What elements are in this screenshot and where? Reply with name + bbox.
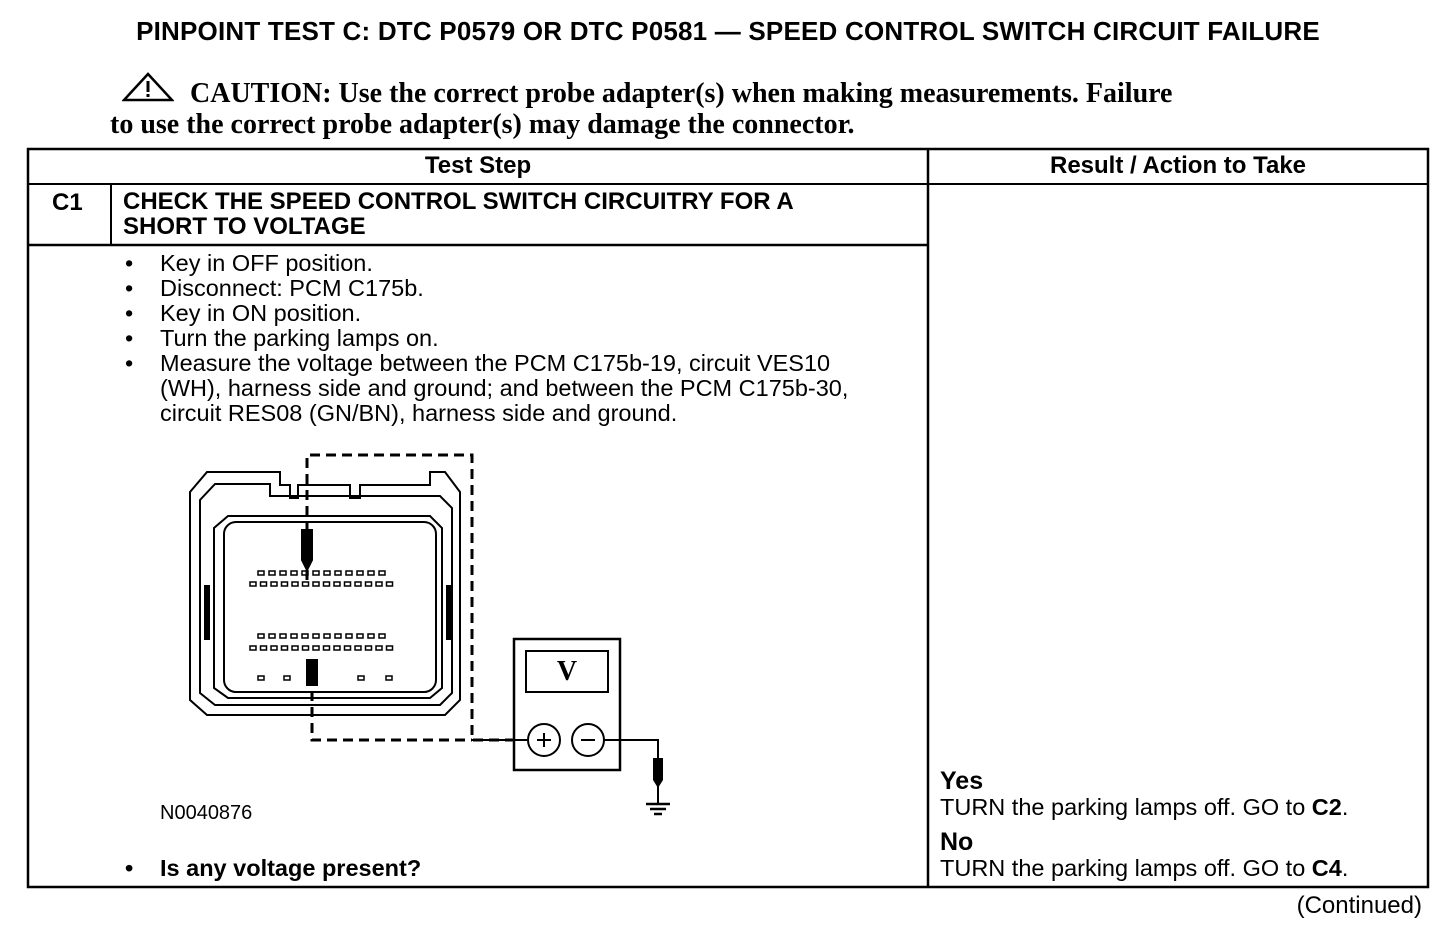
connector-pin (385, 645, 394, 651)
connector-pin (290, 570, 298, 576)
list-item: Key in OFF position. (125, 251, 895, 277)
connector-pin (280, 645, 289, 651)
step-title-line-2: SHORT TO VOLTAGE (123, 213, 366, 240)
probe-lead-lower (310, 675, 472, 742)
warning-triangle-icon (122, 72, 174, 102)
connector-pin (364, 581, 373, 587)
list-item: Turn the parking lamps on. (125, 326, 895, 352)
connector-pin (367, 570, 375, 576)
connector-pin (249, 645, 257, 651)
connector-pin (268, 570, 276, 576)
caution-note: CAUTION: Use the correct probe adapter(s… (110, 78, 1350, 140)
connector-pin (270, 645, 278, 651)
connector-pin (301, 633, 309, 639)
connector-pin (334, 633, 342, 639)
step-title: CHECK THE SPEED CONTROL SWITCH CIRCUITRY… (123, 189, 794, 239)
connector-pin (259, 581, 268, 587)
connector-pin (270, 581, 278, 587)
connector-pin (343, 581, 352, 587)
connector-pin (357, 675, 365, 681)
figure-reference: N0040876 (160, 802, 253, 824)
connector-pin (322, 645, 331, 651)
connector-pin (356, 633, 364, 639)
connector-pin (343, 645, 352, 651)
probe-tip-lower (306, 659, 318, 686)
result-no-action: TURN the parking lamps off. GO to C4. (940, 855, 1349, 881)
connector-pin (345, 570, 353, 576)
connector-pin (283, 675, 291, 681)
caution-line-2: to use the correct probe adapter(s) may … (110, 109, 855, 140)
connector-pin (249, 581, 257, 587)
question-text: Is any voltage present? (160, 855, 422, 881)
voltmeter-symbol: V (557, 656, 577, 687)
connector-pin (257, 675, 265, 681)
connector-pin (375, 581, 383, 587)
connector-pin (323, 570, 331, 576)
connector-pin (385, 675, 393, 681)
voltmeter-positive-terminal (527, 723, 561, 757)
result-yes-action: TURN the parking lamps off. GO to C2. (940, 794, 1349, 820)
result-no-target: C4 (1311, 855, 1342, 881)
voltmeter-body (512, 637, 622, 772)
probe-tip-upper (301, 529, 313, 573)
bullet: • (125, 855, 134, 881)
list-item: Disconnect: PCM C175b. (125, 276, 895, 302)
connector-pin (323, 633, 331, 639)
connector-pin (334, 570, 342, 576)
connector-pin (354, 581, 362, 587)
result-no-label: No (940, 828, 974, 856)
connector-pin (312, 581, 320, 587)
connector-pin (279, 633, 287, 639)
connector-outer-shell (189, 471, 461, 716)
connector-pin (257, 570, 265, 576)
connector-pin (280, 581, 289, 587)
connector-inner-shell (199, 483, 453, 706)
connector-pin (291, 581, 299, 587)
connector-pins (249, 570, 394, 681)
connector-pin (279, 570, 287, 576)
voltmeter-display (525, 650, 609, 693)
header-result-action: Result / Action to Take (1049, 152, 1307, 179)
step-question: • Is any voltage present? (125, 855, 421, 882)
step-instructions: Key in OFF position. Disconnect: PCM C17… (125, 251, 895, 426)
connector-pin (364, 645, 373, 651)
ground-probe-tip (653, 758, 663, 788)
connector-pin (375, 645, 383, 651)
list-item: Key in ON position. (125, 301, 895, 327)
probe-lead-upper (305, 453, 515, 742)
connector-pin (356, 570, 364, 576)
connector-pin (333, 645, 341, 651)
header-test-step: Test Step (424, 152, 532, 179)
connector-pin (378, 633, 386, 639)
connector-face (213, 515, 443, 699)
connector-pin (301, 645, 310, 651)
step-id: C1 (52, 189, 83, 216)
connector-pin (385, 581, 394, 587)
connector-pin (268, 633, 276, 639)
connector-pin (290, 633, 298, 639)
voltmeter-negative-terminal (571, 723, 605, 757)
connector-pin (257, 633, 265, 639)
connector-pin (378, 570, 386, 576)
connector-pin (301, 570, 309, 576)
connector-pin (354, 645, 362, 651)
connector-pin (322, 581, 331, 587)
result-yes-label: Yes (940, 767, 984, 795)
connector-pin (312, 570, 320, 576)
page-title: PINPOINT TEST C: DTC P0579 OR DTC P0581 … (136, 16, 1320, 46)
connector-pin (345, 633, 353, 639)
step-title-line-1: CHECK THE SPEED CONTROL SWITCH CIRCUITRY… (123, 188, 794, 215)
connector-pin (291, 645, 299, 651)
result-yes-target: C2 (1311, 794, 1342, 820)
connector-pin (301, 581, 310, 587)
connector-pin (312, 645, 320, 651)
connector-pin (333, 581, 341, 587)
connector-pin (312, 633, 320, 639)
connector-pin (259, 645, 268, 651)
continued-note: (Continued) (1296, 892, 1422, 919)
list-item: Measure the voltage between the PCM C175… (125, 351, 895, 426)
caution-line-1: CAUTION: Use the correct probe adapter(s… (190, 78, 1173, 109)
connector-pin (367, 633, 375, 639)
ground-lead (604, 739, 659, 760)
